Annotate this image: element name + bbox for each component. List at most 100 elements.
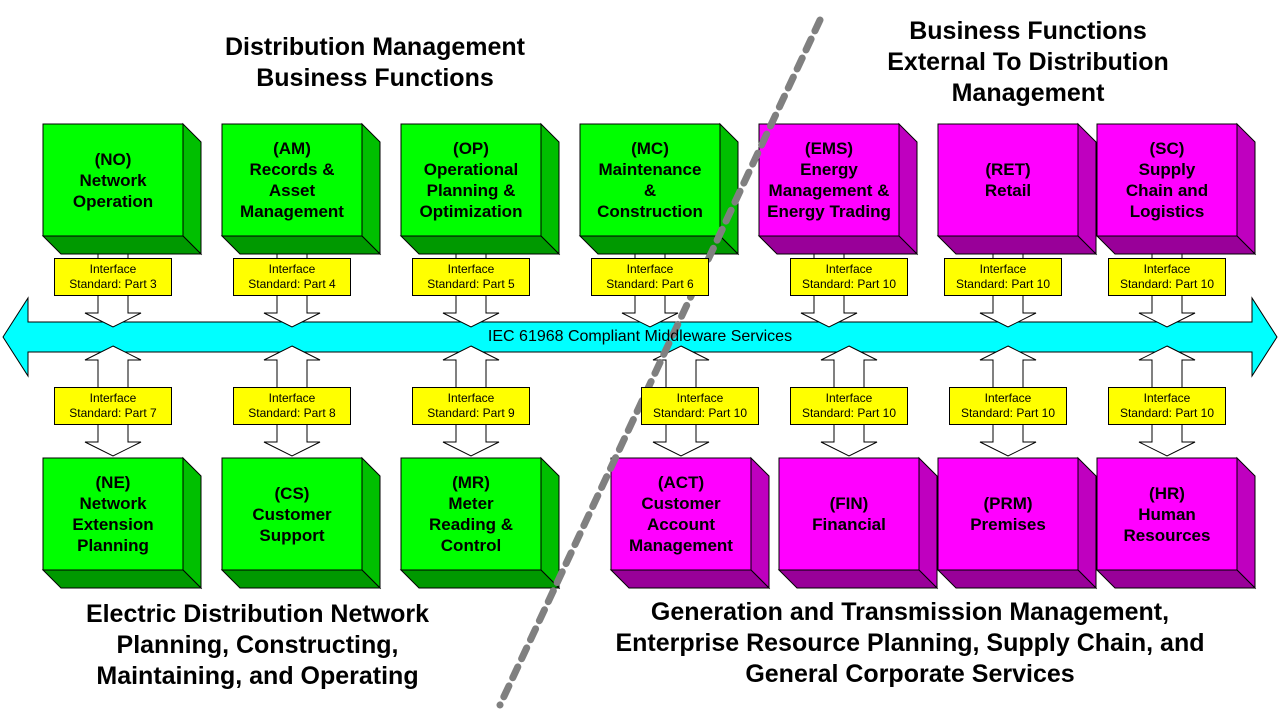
function-label-line: Network bbox=[79, 494, 147, 513]
function-label-line: Supply bbox=[1138, 160, 1196, 179]
interface-label-line: Standard: Part 6 bbox=[606, 277, 694, 291]
top-box-3-front bbox=[579, 123, 721, 237]
middleware-bus-arrow bbox=[2, 296, 1278, 378]
top-box-1-bottom bbox=[220, 235, 382, 255]
function-label-line: Account bbox=[647, 515, 715, 534]
function-label-line: Management bbox=[629, 536, 733, 555]
interface-label-line: Interface bbox=[89, 391, 137, 405]
bottom-box-6-bottom bbox=[1095, 569, 1257, 589]
bottom-box-0-front bbox=[42, 457, 184, 571]
function-label-line: Optimization bbox=[419, 202, 523, 221]
function-box-ret: (RET)Retail bbox=[938, 124, 1078, 236]
function-label-line: (ACT) bbox=[657, 473, 705, 492]
function-label-line: Chain and bbox=[1125, 181, 1209, 200]
interface-label-line: Interface bbox=[447, 391, 495, 405]
function-label-line: Network bbox=[79, 170, 147, 190]
top-box-0-bottom bbox=[41, 235, 203, 255]
top-box-4-front bbox=[758, 123, 900, 237]
function-label-line: (MC) bbox=[631, 139, 669, 158]
heading-electric-distribution-network: Electric Distribution Network Planning, … bbox=[85, 600, 430, 690]
function-label-line: Operational bbox=[423, 160, 519, 179]
interface-label-line: Standard: Part 8 bbox=[248, 406, 336, 420]
function-label-line: (OP) bbox=[453, 139, 489, 158]
interface-label-line: Standard: Part 10 bbox=[955, 277, 1051, 291]
function-label-line: Records & bbox=[249, 160, 335, 179]
top-box-0-side bbox=[182, 122, 202, 256]
top-box-1-front bbox=[221, 123, 363, 237]
bottom-box-3-front bbox=[610, 457, 752, 571]
top-box-6-bottom bbox=[1095, 235, 1257, 255]
function-box-mc: (MC)Maintenance&Construction bbox=[580, 124, 720, 236]
interface-label-line: Interface bbox=[1143, 391, 1191, 405]
top-box-2-front bbox=[400, 123, 542, 237]
function-label-line: Energy bbox=[800, 160, 858, 179]
function-box-fin: (FIN)Financial bbox=[779, 458, 919, 570]
top-box-5-bottom bbox=[936, 235, 1098, 255]
function-label-line: Retail bbox=[984, 181, 1032, 200]
top-box-6-side bbox=[1236, 122, 1256, 256]
interface-label-line: Interface bbox=[447, 262, 495, 276]
top-box-1-side bbox=[361, 122, 381, 256]
interface-label-line: Interface bbox=[626, 262, 674, 276]
function-label-line: (FIN) bbox=[829, 494, 869, 513]
function-label-line: Meter bbox=[448, 494, 494, 513]
middleware-label: IEC 61968 Compliant Middleware Services bbox=[487, 328, 793, 345]
function-label-line: Customer bbox=[252, 504, 332, 524]
bottom-box-4-side bbox=[918, 456, 938, 590]
bottom-box-5-side bbox=[1077, 456, 1097, 590]
function-label-line: (CS) bbox=[274, 483, 310, 503]
function-label-line: (SC) bbox=[1149, 139, 1185, 158]
top-box-6-front bbox=[1096, 123, 1238, 237]
interface-label-line: Standard: Part 10 bbox=[652, 406, 748, 420]
interface-label-line: Standard: Part 10 bbox=[801, 406, 897, 420]
bottom-box-0-side bbox=[182, 456, 202, 590]
top-box-2-side bbox=[540, 122, 560, 256]
interface-label-line: Interface bbox=[984, 391, 1032, 405]
function-label-line: Management bbox=[240, 202, 344, 221]
bottom-box-6-front bbox=[1096, 457, 1238, 571]
interface-label-line: Standard: Part 4 bbox=[248, 277, 336, 291]
function-label-line: Energy Trading bbox=[767, 202, 891, 221]
interface-label-line: Standard: Part 10 bbox=[801, 277, 897, 291]
function-label-line: & bbox=[643, 181, 657, 200]
function-box-prm: (PRM)Premises bbox=[938, 458, 1078, 570]
interface-label-line: Interface bbox=[825, 262, 873, 276]
interface-label-line: Interface bbox=[268, 391, 316, 405]
interface-label-line: Interface bbox=[268, 262, 316, 276]
bottom-box-1-front bbox=[221, 457, 363, 571]
bottom-box-6-side bbox=[1236, 456, 1256, 590]
interface-label-line: Interface bbox=[1143, 262, 1191, 276]
function-label-line: Resources bbox=[1123, 525, 1211, 545]
function-label-line: (EMS) bbox=[804, 139, 854, 158]
interface-label-line: Standard: Part 10 bbox=[1119, 406, 1215, 420]
top-box-2-bottom bbox=[399, 235, 561, 255]
function-label-line: Asset bbox=[268, 181, 316, 200]
bottom-box-4-front bbox=[778, 457, 920, 571]
bottom-box-1-bottom bbox=[220, 569, 382, 589]
interface-label-line: Interface bbox=[89, 262, 137, 276]
function-label-line: Extension bbox=[72, 515, 154, 534]
interface-label-line: Interface bbox=[979, 262, 1027, 276]
bottom-box-5-front bbox=[937, 457, 1079, 571]
interface-label-line: Standard: Part 7 bbox=[69, 406, 157, 420]
function-label-line: Control bbox=[440, 536, 502, 555]
function-label-line: (NE) bbox=[95, 473, 131, 492]
heading-distribution-management: Distribution Management Business Functio… bbox=[224, 33, 525, 92]
interface-label-line: Standard: Part 10 bbox=[1119, 277, 1215, 291]
